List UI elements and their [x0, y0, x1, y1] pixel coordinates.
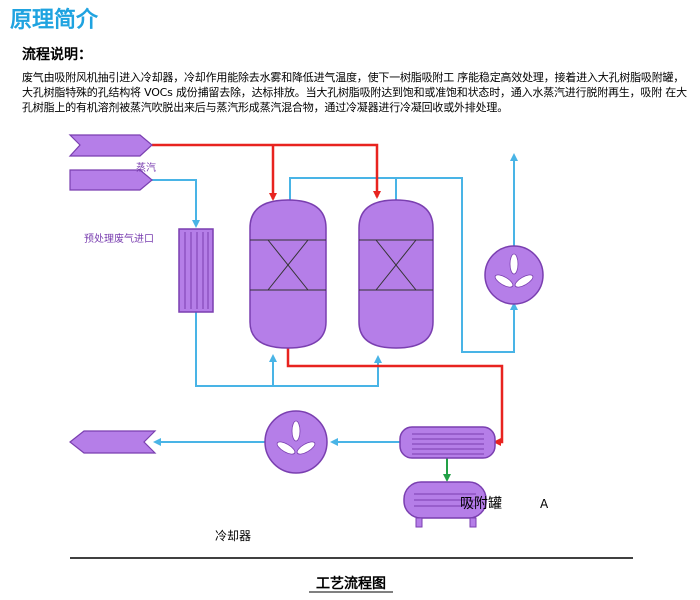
tank-top-return-line: [289, 177, 397, 203]
hot-flow-lines: [152, 143, 504, 446]
inlet-pipe-steam-arrow: [68, 134, 153, 157]
cooler-label: 冷却器: [215, 529, 251, 543]
description-paragraph: 废气由吸附风机抽引进入冷却器，冷却作用能除去水雾和降低进气温度，使下一树脂吸附工…: [22, 71, 687, 114]
steam-header-line: [152, 143, 381, 199]
exhaust-fan: [484, 245, 544, 305]
steam-label: 蒸汽: [136, 161, 156, 174]
adsorption-tank-b: [358, 199, 434, 349]
manifold-to-fan-line: [396, 177, 518, 353]
inlet-pipe-gas-arrow: [69, 169, 153, 191]
adsorption-tank-label: 吸附罐: [460, 496, 502, 512]
page-title: 原理简介: [10, 8, 99, 33]
outlet-pipe-arrow: [69, 430, 157, 454]
pretreatment-filter: [178, 228, 214, 313]
tank-letter-label: A: [540, 497, 549, 511]
fan-blade-icon: [276, 420, 316, 455]
fan-blade-icon: [494, 253, 534, 288]
recovery-tank: [403, 481, 487, 528]
adsorption-tank-a: [249, 199, 327, 349]
suction-fan: [264, 410, 328, 474]
tank-bottom-to-condenser-line: [286, 348, 504, 446]
filter-to-tank-bottom-line: [195, 312, 277, 387]
diagram-caption: 工艺流程图: [316, 575, 386, 592]
pretreated-inlet-label: 预处理废气进口: [84, 232, 154, 245]
condenser: [399, 426, 496, 459]
steam-line-to-cooler: [152, 179, 200, 228]
section-heading: 流程说明：: [22, 47, 92, 63]
